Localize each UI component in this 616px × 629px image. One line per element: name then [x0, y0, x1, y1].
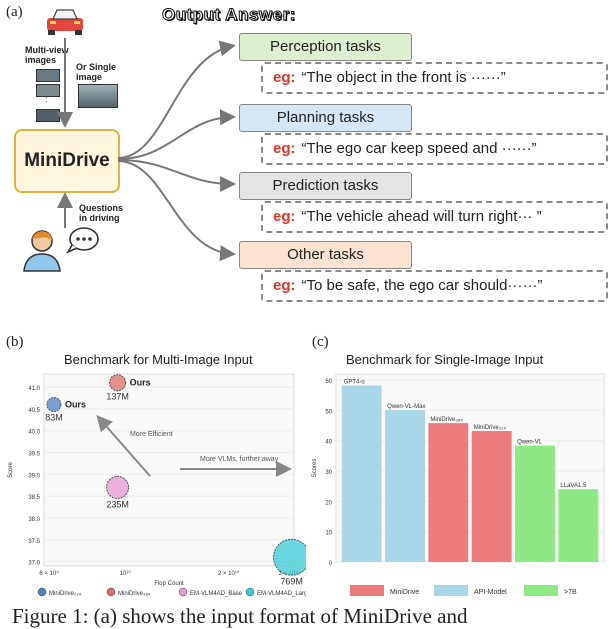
bar-category-label: MiniDrive₃₈₄ — [430, 417, 463, 423]
speech-bubble-icon — [66, 227, 99, 254]
example-perception: eg: “The object in the front is ······” — [261, 62, 608, 94]
view-thumbnail — [36, 69, 60, 82]
point-param-label: 83M — [45, 413, 63, 423]
y-tick-label: 30 — [325, 470, 332, 476]
panel-a-label: (a) — [6, 4, 23, 20]
bar-category-label: Qwen-VL-Max — [387, 404, 425, 410]
panel-a-arrows — [57, 38, 236, 262]
legend-marker — [106, 587, 116, 597]
bar — [558, 489, 599, 562]
legend-label: MiniDrive — [390, 589, 419, 596]
ours-label: Ours — [65, 400, 86, 410]
scatter-point — [109, 374, 127, 392]
y-tick-label: 37.0 — [28, 561, 40, 567]
y-tick-label: 20 — [325, 500, 332, 506]
eg-prefix: eg: — [273, 208, 296, 225]
ours-label: Ours — [130, 378, 151, 388]
example-text: “The object in the front is ······” — [301, 69, 506, 86]
x-tick-label: 2 × 10¹⁰ — [218, 570, 240, 577]
x-tick-label: 10¹⁰ — [120, 570, 132, 577]
questions-label: Questions in driving — [79, 203, 124, 223]
output-answer-title: Output Answer: — [162, 5, 296, 25]
point-param-label: 769M — [280, 576, 303, 586]
y-axis-label: Scores — [312, 459, 318, 478]
bar — [341, 385, 382, 562]
example-text: “The vehicle ahead will turn right··· ” — [301, 208, 542, 225]
task-perception: Perception tasks — [239, 33, 412, 61]
y-tick-label: 0 — [329, 561, 333, 567]
legend-swatch — [524, 585, 558, 596]
legend-swatch — [350, 585, 384, 596]
legend-label: >7B — [564, 589, 577, 596]
x-axis-label: Flop Count — [154, 581, 184, 587]
y-tick-label: 41.0 — [28, 386, 40, 392]
point-param-label: 137M — [106, 392, 129, 402]
eg-prefix: eg: — [273, 69, 296, 86]
bar-category-label: Qwen-VL — [517, 440, 543, 446]
y-tick-label: 40.5 — [28, 408, 40, 414]
task-planning: Planning tasks — [239, 104, 412, 132]
scatter-point — [106, 475, 130, 499]
person-icon — [23, 230, 61, 272]
y-tick-label: 40 — [325, 440, 332, 446]
chart-c-title: Benchmark for Single-Image Input — [346, 352, 544, 367]
view-thumbnail — [36, 84, 60, 97]
legend-marker — [245, 587, 255, 597]
y-tick-label: 40.0 — [28, 430, 40, 436]
y-tick-label: 39.5 — [28, 452, 40, 458]
chart-b-scatter: 37.0 37.5 38.0 38.5 39.0 39.5 40.0 40.5 41.0 6 × … — [8, 373, 306, 597]
y-tick-label: 60 — [325, 379, 332, 385]
figure-caption: Figure 1: (a) shows the input format of … — [12, 604, 468, 628]
y-tick-label: 38.5 — [28, 495, 40, 501]
legend-swatch — [434, 585, 468, 596]
efficiency-arrow — [96, 414, 151, 477]
bar-category-label: MiniDrive₂₂₄ — [474, 425, 507, 431]
panel-c-label: (c) — [312, 334, 329, 350]
x-tick-label: 6 × 10⁹ — [39, 570, 59, 577]
more-vlms-label: More VLMs, further away — [200, 456, 279, 463]
example-other: eg: “To be safe, the ego car should······… — [261, 270, 608, 302]
scatter-point — [273, 538, 306, 576]
example-text: “To be safe, the ego car should······” — [301, 277, 543, 294]
example-planning: eg: “The ego car keep speed and ······” — [261, 133, 608, 165]
multi-view-label: Multi-view images — [25, 45, 69, 65]
bar — [515, 445, 555, 562]
more-efficient-label: More Efficient — [130, 431, 173, 438]
task-prediction: Prediction tasks — [239, 172, 412, 200]
single-image-label: Or Single image — [76, 62, 117, 82]
example-text: “The ego car keep speed and ······” — [301, 140, 537, 157]
legend-marker — [178, 587, 188, 597]
eg-prefix: eg: — [273, 140, 296, 157]
bar-category-label: LLaVA1.5 — [560, 483, 587, 489]
legend-marker — [37, 587, 47, 597]
car-icon — [47, 9, 83, 35]
legend-label: API-Model — [474, 589, 507, 596]
y-tick-label: 38.0 — [28, 517, 40, 523]
bar — [385, 410, 425, 562]
legend-label: EM-VLM4AD_Large — [257, 591, 306, 597]
example-prediction: eg: “The vehicle ahead will turn right···… — [261, 201, 608, 233]
y-tick-label: 10 — [325, 531, 332, 537]
y-axis-label: Score — [8, 462, 14, 478]
thumbnail-ellipsis: : — [45, 94, 48, 104]
legend-label: MiniDrive₂₂₄ — [49, 591, 82, 597]
point-param-label: 235M — [106, 499, 129, 509]
panel-b-label: (b) — [6, 334, 24, 350]
bar-category-label: GPT4-o — [344, 380, 366, 386]
bar — [471, 431, 512, 562]
scatter-point — [46, 397, 62, 413]
chart-b-title: Benchmark for Multi-Image Input — [64, 352, 253, 367]
legend-label: EM-VLM4AD_Base — [190, 591, 243, 597]
bar — [428, 423, 469, 562]
y-tick-label: 39.0 — [28, 473, 40, 479]
eg-prefix: eg: — [273, 277, 296, 294]
y-tick-label: 50 — [325, 409, 332, 415]
y-tick-label: 37.5 — [28, 539, 40, 545]
task-other: Other tasks — [239, 241, 412, 269]
single-image-thumbnail — [78, 84, 118, 108]
legend-label: MiniDrive₃₈₄ — [118, 591, 151, 597]
